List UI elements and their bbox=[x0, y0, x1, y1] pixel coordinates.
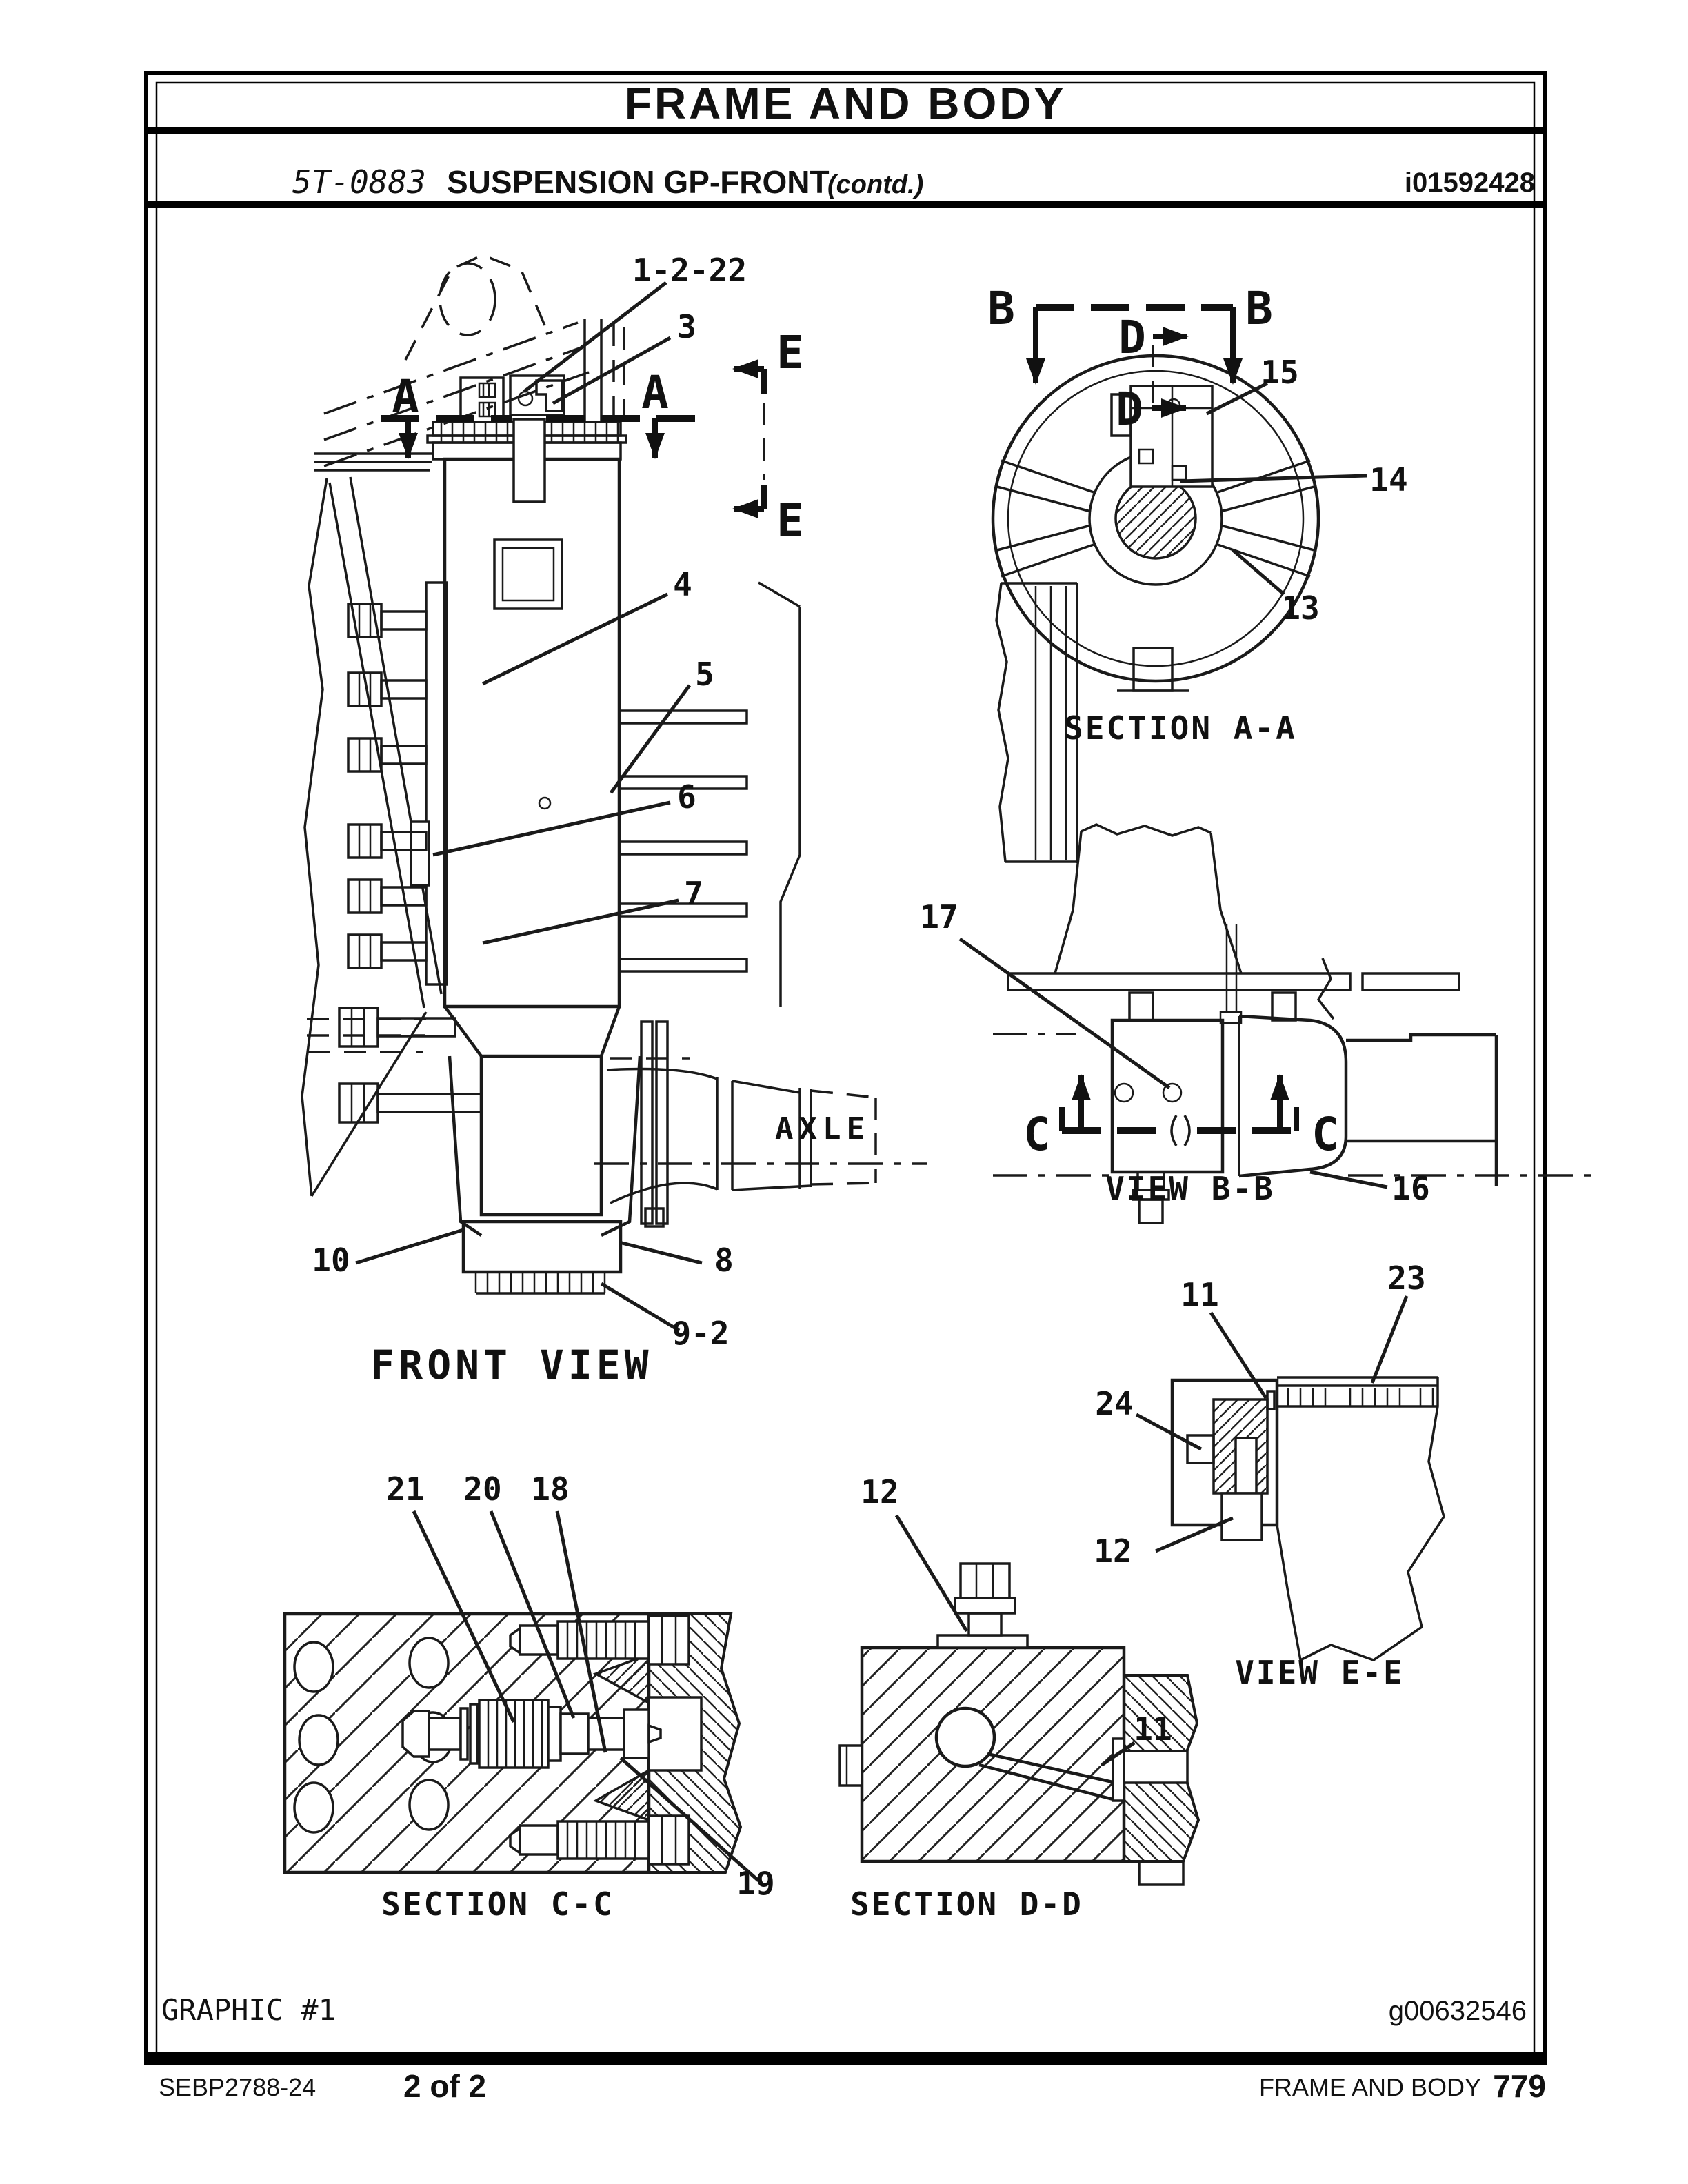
view-ee-drawing bbox=[1135, 1295, 1445, 1662]
callout-9-2: 9-2 bbox=[672, 1315, 729, 1352]
callout-15: 15 bbox=[1260, 354, 1298, 391]
letter-e-top: E bbox=[776, 326, 804, 379]
caption-section-dd: SECTION D-D bbox=[850, 1885, 1083, 1923]
caption-section-aa: SECTION A-A bbox=[1064, 709, 1297, 747]
section-cut-d bbox=[1152, 327, 1189, 418]
sheet-indicator: 2 of 2 bbox=[403, 2068, 486, 2104]
view-captions: FRONT VIEW SECTION A-A VIEW B-B VIEW E-E… bbox=[370, 709, 1405, 1923]
callout-1-2-22: 1-2-22 bbox=[632, 252, 747, 289]
section-cc-leaders bbox=[412, 1510, 760, 1882]
callout-11-dd: 11 bbox=[1134, 1710, 1172, 1748]
letter-e-bottom: E bbox=[776, 494, 804, 547]
callout-8: 8 bbox=[714, 1242, 734, 1279]
letter-a-left: A bbox=[392, 370, 419, 423]
callout-12-dd: 12 bbox=[861, 1473, 898, 1510]
callout-6: 6 bbox=[677, 778, 696, 816]
axle-drawing bbox=[594, 1020, 927, 1228]
section-letters: A A E E B B D D C C bbox=[392, 282, 1339, 1161]
callout-14: 14 bbox=[1369, 461, 1407, 498]
callout-10: 10 bbox=[312, 1242, 350, 1279]
callout-24: 24 bbox=[1095, 1385, 1133, 1422]
callout-11-ee: 11 bbox=[1180, 1276, 1218, 1313]
letter-a-right: A bbox=[641, 366, 669, 419]
letter-d-top: D bbox=[1118, 311, 1146, 364]
callout-13: 13 bbox=[1281, 589, 1319, 627]
page-header: FRAME AND BODY 5T-0883 SUSPENSION GP-FRO… bbox=[292, 79, 1535, 201]
part-code: 5T-0883 bbox=[292, 163, 426, 201]
view-bb-drawing bbox=[958, 823, 1593, 1224]
footer-page-number: 779 bbox=[1493, 2068, 1546, 2104]
section-aa-drawing bbox=[991, 304, 1367, 863]
footer-section-title: FRAME AND BODY bbox=[1259, 2073, 1481, 2101]
page-footer: GRAPHIC #1 g00632546 SEBP2788-24 2 of 2 … bbox=[159, 1993, 1546, 2104]
letter-c-right: C bbox=[1312, 1108, 1339, 1161]
callout-18: 18 bbox=[531, 1470, 569, 1508]
callout-19: 19 bbox=[736, 1865, 774, 1902]
callout-16: 16 bbox=[1391, 1170, 1429, 1207]
bolt-row bbox=[338, 603, 483, 1124]
cc-center-assembly bbox=[401, 1699, 662, 1769]
group-name: SUSPENSION GP-FRONT bbox=[447, 164, 830, 200]
caption-view-ee: VIEW E-E bbox=[1235, 1654, 1405, 1691]
callout-23: 23 bbox=[1387, 1260, 1425, 1297]
callout-7: 7 bbox=[684, 875, 703, 912]
contd-label: (contd.) bbox=[827, 170, 923, 199]
section-dd-leaders bbox=[894, 1514, 1136, 1767]
section-cut-e bbox=[732, 359, 767, 518]
view-ee-leaders bbox=[1135, 1295, 1409, 1553]
view-bb-leaders bbox=[958, 937, 1388, 1189]
section-cut-b bbox=[1026, 304, 1243, 385]
media-id: i01592428 bbox=[1405, 168, 1535, 198]
graphic-id: g00632546 bbox=[1389, 1996, 1527, 2026]
manual-code: SEBP2788-24 bbox=[159, 2073, 316, 2101]
section-aa-leaders bbox=[1180, 381, 1367, 596]
callout-3: 3 bbox=[677, 308, 696, 345]
callout-5: 5 bbox=[695, 656, 714, 693]
letter-c-left: C bbox=[1023, 1108, 1051, 1161]
callout-21: 21 bbox=[386, 1470, 424, 1508]
caption-section-cc: SECTION C-C bbox=[381, 1885, 614, 1923]
letter-b-left: B bbox=[987, 282, 1015, 335]
page-title: FRAME AND BODY bbox=[625, 79, 1066, 128]
front-view-drawing bbox=[301, 254, 927, 1333]
callout-12-ee: 12 bbox=[1094, 1533, 1132, 1570]
callouts: 1-2-22 3 4 5 6 7 10 8 9-2 15 14 13 17 16… bbox=[312, 252, 1429, 1902]
letter-d-bottom: D bbox=[1116, 383, 1143, 436]
label-axle: AXLE bbox=[775, 1111, 870, 1146]
section-dd-drawing bbox=[838, 1514, 1200, 1886]
letter-b-right: B bbox=[1245, 282, 1273, 335]
callout-17: 17 bbox=[920, 898, 958, 936]
fin-row bbox=[618, 709, 748, 973]
section-cc-drawing bbox=[283, 1510, 760, 1882]
section-cut-a bbox=[381, 415, 698, 459]
front-view-leaders bbox=[355, 281, 703, 1333]
caption-front-view: FRONT VIEW bbox=[370, 1342, 652, 1388]
section-cut-c bbox=[1059, 1074, 1299, 1146]
page-border bbox=[144, 71, 1547, 2065]
graphic-label: GRAPHIC #1 bbox=[161, 1993, 336, 2027]
caption-view-bb: VIEW B-B bbox=[1105, 1170, 1275, 1207]
callout-20: 20 bbox=[463, 1470, 501, 1508]
callout-4: 4 bbox=[673, 566, 692, 603]
